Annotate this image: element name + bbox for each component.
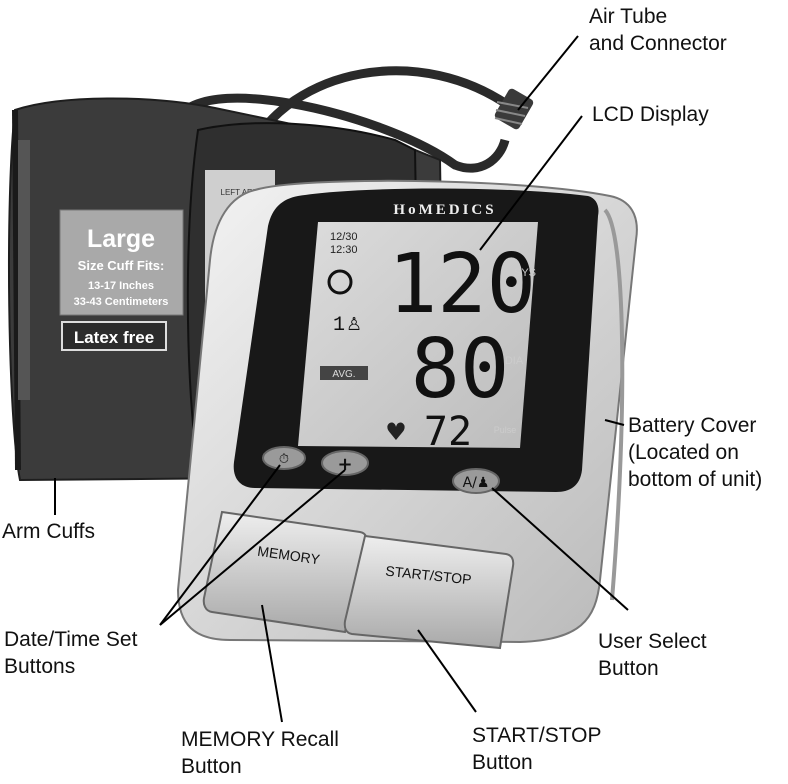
irregular-heartbeat-icon (327, 269, 353, 295)
cuff-centimeters: 33-43 Centimeters (74, 296, 169, 308)
callout-lcd-display: LCD Display (592, 101, 709, 128)
heart-icon: ♥ (385, 418, 407, 446)
callout-arm-cuffs-line-1: Arm Cuffs (2, 520, 95, 543)
lcd-time: 12:30 (330, 244, 358, 256)
leader-lines (54, 35, 629, 723)
cuff-inches: 13-17 Inches (88, 280, 154, 292)
callout-air-tube: Air Tube and Connector (589, 3, 727, 57)
callout-arm-cuffs: Arm Cuffs (2, 518, 95, 545)
leader-air-tube (517, 35, 579, 111)
lcd-pulse-label: Pulse (494, 425, 517, 435)
air-tube-coil (453, 138, 510, 173)
callout-air-tube-line-2: and Connector (589, 32, 727, 55)
callout-start-stop-line-2: Button (472, 751, 533, 774)
leader-battery-cover (604, 419, 625, 426)
lcd-display: 12/30 12:30 1 ♙ AVG. 120 80 ♥ 72 SYS DIA… (298, 222, 538, 455)
callout-user-select-line-2: Button (598, 657, 659, 680)
leader-memory (261, 604, 283, 723)
callout-memory-recall-line-1: MEMORY Recall (181, 728, 339, 751)
callout-user-select: User Select Button (598, 628, 707, 682)
callout-date-time-line-2: Buttons (4, 655, 76, 678)
callout-battery-cover-line-2: (Located on (628, 441, 739, 464)
callout-battery-cover-line-1: Battery Cover (628, 414, 757, 437)
cuff-size-label: Large (87, 225, 155, 253)
leader-user-select (491, 487, 629, 611)
brand-logo: HoMEDICS (393, 202, 496, 218)
callout-start-stop: START/STOP Button (472, 722, 602, 776)
user-icon: ♙ (346, 314, 362, 335)
start-stop-button[interactable]: START/STOP (343, 534, 515, 650)
leader-date-time-1 (159, 464, 281, 626)
callout-date-time: Date/Time Set Buttons (4, 626, 137, 680)
latex-free-label: Latex free (74, 328, 154, 347)
callout-air-tube-line-1: Air Tube (589, 5, 668, 28)
leader-date-time-2 (159, 469, 346, 626)
cuff-fits-label: Size Cuff Fits: (78, 258, 165, 273)
lcd-dia-label: DIA (505, 355, 524, 367)
leader-start-stop (417, 629, 477, 713)
callout-start-stop-line-1: START/STOP (472, 724, 602, 747)
leader-lcd-display (479, 115, 583, 251)
memory-button[interactable]: MEMORY (202, 510, 368, 634)
lcd-systolic: 120 (388, 237, 536, 332)
user-select-icon: A/♟ (463, 475, 490, 491)
lcd-diastolic: 80 (411, 322, 510, 417)
date-time-clock-button[interactable]: ⏱ (262, 446, 306, 470)
callout-battery-cover: Battery Cover (Located on bottom of unit… (628, 412, 762, 493)
lcd-date: 12/30 (330, 231, 358, 243)
plus-icon: + (337, 454, 352, 475)
lcd-user-number: 1 (333, 314, 345, 337)
lcd-avg-label: AVG. (332, 369, 355, 380)
callout-battery-cover-line-3: bottom of unit) (628, 468, 763, 491)
callout-date-time-line-1: Date/Time Set (4, 628, 138, 651)
user-select-button[interactable]: A/♟ (452, 468, 500, 494)
lcd-pulse: 72 (424, 409, 472, 455)
date-time-plus-button[interactable]: + (321, 450, 369, 476)
left-arm-label: LEFT ARM (221, 188, 260, 197)
tube-connector (494, 88, 534, 130)
callout-memory-recall-line-2: Button (181, 755, 242, 778)
callout-user-select-line-1: User Select (598, 630, 707, 653)
callout-memory-recall: MEMORY Recall Button (181, 726, 339, 780)
callout-lcd-display-line-1: LCD Display (592, 103, 709, 126)
clock-icon: ⏱ (279, 452, 289, 467)
lcd-sys-label: SYS (514, 267, 536, 279)
